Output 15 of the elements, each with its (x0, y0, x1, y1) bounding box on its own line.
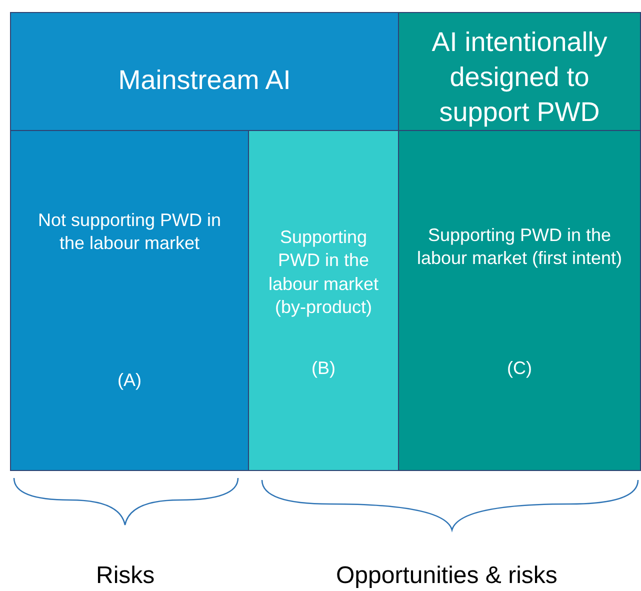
column-panel (398, 130, 641, 471)
cell-text: Supporting PWD in the labour market (by-product) (267, 226, 380, 320)
brace-label: Risks (96, 562, 155, 590)
column-panel (10, 130, 249, 471)
cell-letter: (A) (116, 369, 142, 392)
column-panel (248, 130, 399, 471)
header-panel (398, 12, 641, 131)
heading: AI intentionally designed to support PWD (430, 26, 608, 130)
heading: Mainstream AI (117, 64, 292, 97)
cell-text: Not supporting PWD in the labour market (36, 209, 222, 256)
brace-label: Opportunities & risks (336, 562, 558, 590)
header-panel (10, 12, 399, 131)
cell-text: Supporting PWD in the labour market (first intent) (416, 224, 624, 270)
cell-letter: (B) (310, 357, 336, 380)
cell-letter: (C) (506, 357, 533, 380)
